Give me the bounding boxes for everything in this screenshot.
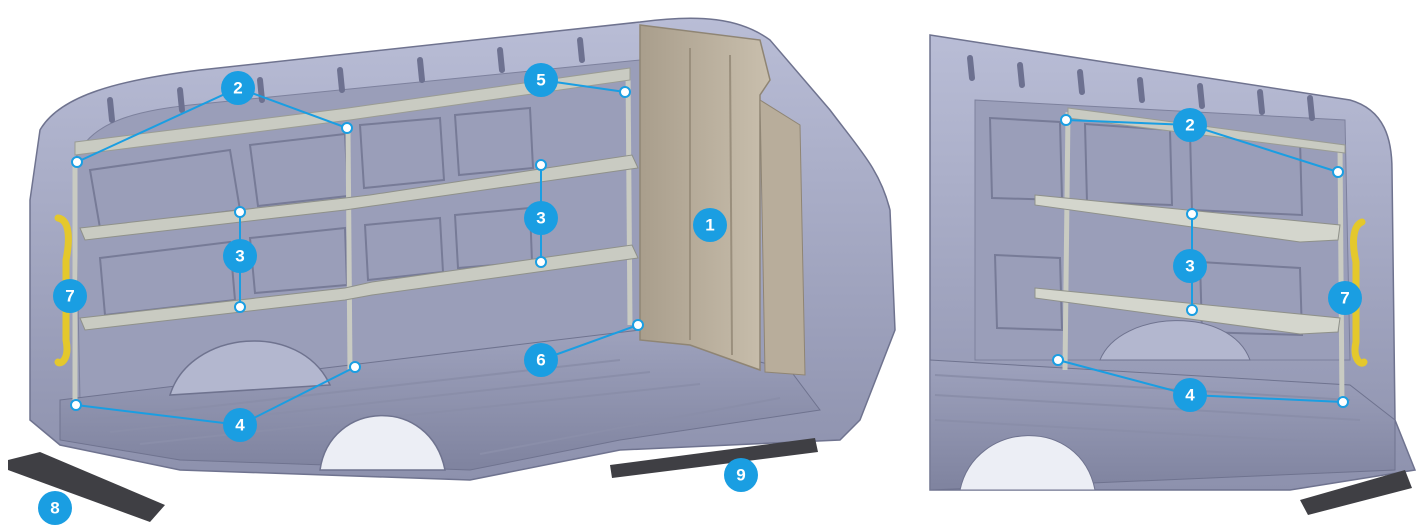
callout-6: 6	[524, 343, 558, 377]
callout-3-right-label: 3	[1185, 257, 1194, 276]
callout-3-center: 3	[524, 201, 558, 235]
callout-3-center-label: 3	[536, 209, 545, 228]
callout-7-left: 7	[53, 279, 87, 313]
callout-5-label: 5	[536, 71, 545, 90]
left-van-illustration	[8, 17, 896, 522]
left-side-step	[610, 438, 818, 478]
right-van-illustration	[929, 34, 1417, 515]
callout-2: 2	[221, 71, 255, 105]
callout-9: 9	[724, 458, 758, 492]
callout-2-right: 2	[1173, 108, 1207, 142]
callout-4-right-label: 4	[1185, 386, 1195, 405]
left-partition	[639, 24, 806, 376]
leader-endpoints	[70, 86, 1349, 411]
left-van-wheel-well	[168, 340, 332, 396]
callout-6-label: 6	[536, 351, 545, 370]
callout-4-left: 4	[223, 408, 257, 442]
callout-7-right: 7	[1328, 281, 1362, 315]
right-rear-step	[1300, 470, 1412, 515]
callout-5: 5	[524, 63, 558, 97]
callout-3-left-label: 3	[235, 247, 244, 266]
callout-7-left-label: 7	[65, 287, 74, 306]
callout-3-right: 3	[1173, 249, 1207, 283]
callout-2-right-label: 2	[1185, 116, 1194, 135]
left-shelving-unit	[72, 67, 639, 405]
left-rear-step	[8, 452, 165, 522]
callout-4-right: 4	[1173, 378, 1207, 412]
callout-7-right-label: 7	[1340, 289, 1349, 308]
callout-1: 1	[693, 208, 727, 242]
callout-9-label: 9	[736, 466, 745, 485]
callout-3-left: 3	[223, 239, 257, 273]
callout-1-label: 1	[705, 216, 714, 235]
callout-8-label: 8	[50, 499, 59, 518]
callout-8: 8	[38, 491, 72, 525]
callout-4-left-label: 4	[235, 416, 245, 435]
callout-2-label: 2	[233, 79, 242, 98]
